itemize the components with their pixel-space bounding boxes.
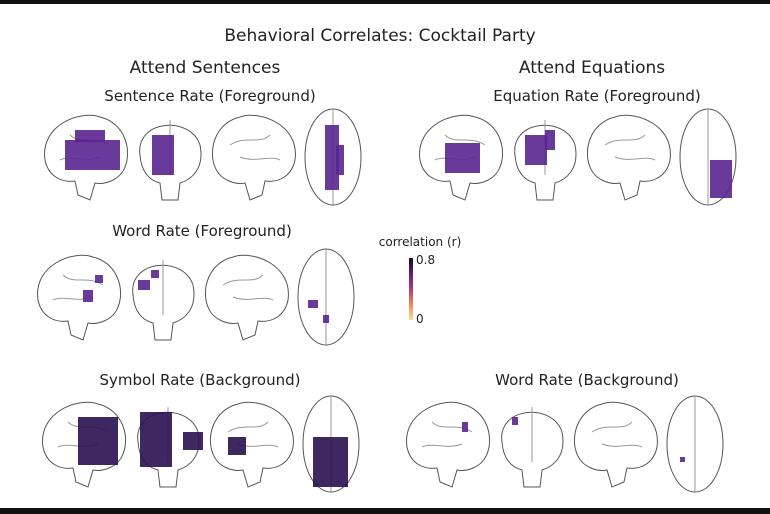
brain-row-symbol-rate — [42, 395, 360, 493]
sagittal-left-brain — [42, 401, 127, 488]
colorbar — [409, 258, 413, 320]
sagittal-left-sulci — [421, 421, 473, 448]
sagittal-right-sulci — [229, 134, 281, 161]
sagittal-right-brain — [211, 114, 296, 201]
brain-row-sentence-rate — [44, 108, 362, 206]
colorbar-label: correlation (r) — [378, 235, 462, 249]
brain-row-word-rate-bg — [406, 395, 724, 493]
activation-cluster — [228, 437, 246, 455]
activation-cluster — [140, 412, 172, 467]
brain-row-word-rate-fg — [37, 248, 355, 346]
activation-cluster — [95, 275, 103, 283]
panel-title-sentence-rate: Sentence Rate (Foreground) — [104, 87, 316, 105]
coronal-brain — [514, 124, 577, 201]
colorbar-max: 0.8 — [416, 253, 436, 267]
activation-cluster — [83, 290, 93, 302]
activation-cluster — [336, 145, 344, 175]
activation-cluster — [313, 437, 348, 487]
activation-cluster — [183, 432, 203, 450]
colorbar-min: 0 — [416, 312, 424, 326]
panel-title-equation-rate: Equation Rate (Foreground) — [493, 87, 701, 105]
panel-title-word-rate-fg: Word Rate (Foreground) — [112, 222, 292, 240]
column-title-sentences: Attend Sentences — [129, 58, 281, 78]
activation-cluster — [445, 143, 480, 173]
coronal-brain — [139, 124, 202, 201]
panel-title-word-rate-bg: Word Rate (Background) — [495, 371, 679, 389]
activation-cluster — [325, 125, 339, 190]
sagittal-left-brain — [44, 114, 129, 201]
panel-title-symbol-rate: Symbol Rate (Background) — [99, 371, 301, 389]
activation-cluster — [710, 160, 732, 198]
column-title-equations: Attend Equations — [518, 58, 666, 78]
frame-top — [0, 0, 770, 4]
sagittal-right-brain — [586, 114, 671, 201]
activation-cluster — [151, 270, 159, 278]
figure-title: Behavioral Correlates: Cocktail Party — [224, 26, 536, 46]
activation-cluster — [152, 135, 174, 175]
sagittal-right-brain — [573, 401, 658, 488]
activation-cluster — [462, 422, 468, 432]
activation-cluster — [512, 417, 518, 425]
sagittal-right-brain — [209, 401, 294, 488]
frame-bottom — [0, 508, 770, 514]
sagittal-left-brain — [419, 114, 504, 201]
sagittal-right-sulci — [591, 421, 643, 448]
activation-cluster — [65, 140, 120, 170]
sagittal-right-sulci — [604, 134, 656, 161]
activation-cluster — [680, 457, 685, 462]
activation-cluster — [75, 130, 105, 142]
activation-cluster — [525, 135, 547, 165]
sagittal-left-brain — [406, 401, 491, 488]
brain-row-equation-rate — [419, 108, 737, 206]
sagittal-left-brain — [37, 254, 122, 341]
sagittal-right-sulci — [222, 274, 274, 301]
activation-cluster — [138, 280, 150, 290]
activation-cluster — [308, 300, 318, 308]
coronal-brain — [501, 411, 564, 488]
activation-cluster — [78, 417, 118, 465]
activation-cluster — [545, 130, 555, 150]
sagittal-right-brain — [204, 254, 289, 341]
coronal-brain — [132, 264, 195, 341]
activation-cluster — [323, 315, 329, 323]
